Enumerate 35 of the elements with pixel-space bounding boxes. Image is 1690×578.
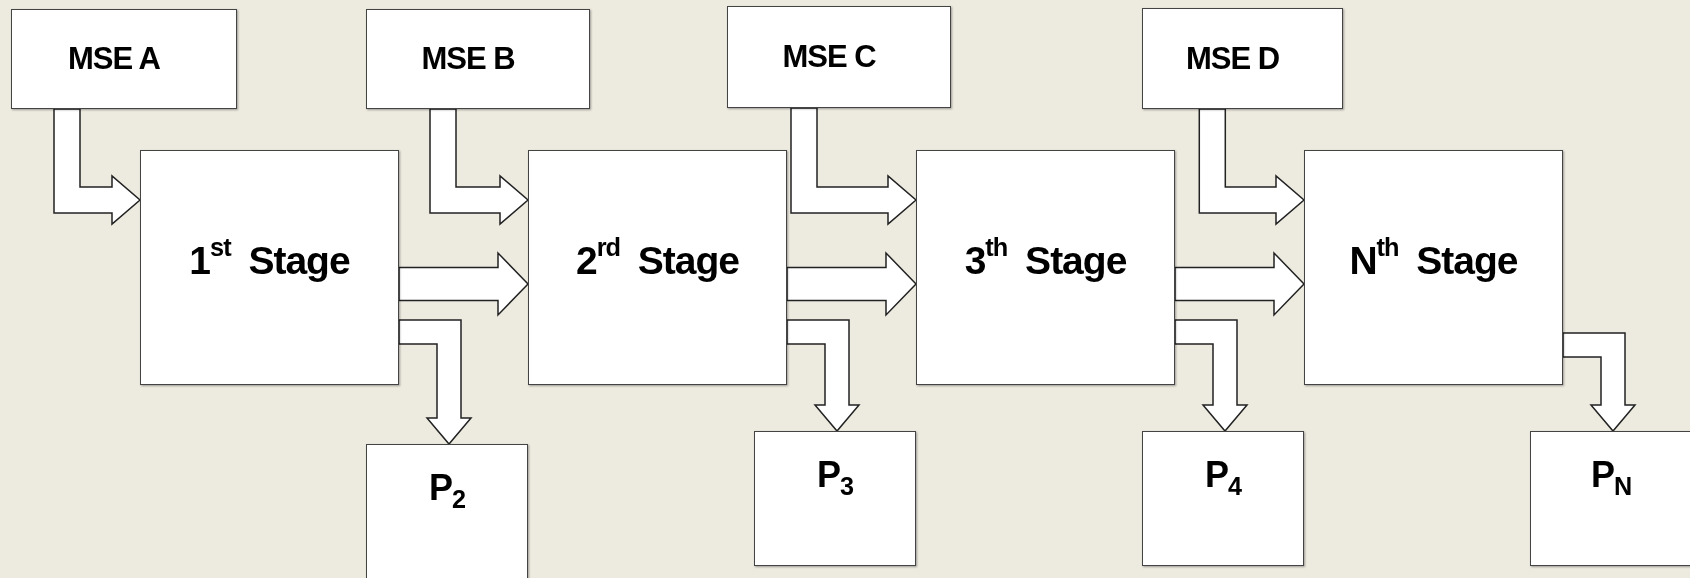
stage-box: [916, 150, 1175, 385]
stage-box: [1304, 150, 1563, 385]
product-box: [366, 444, 528, 578]
source-box: [727, 6, 951, 108]
block-arrow: [429, 108, 530, 226]
block-arrow: [786, 319, 861, 433]
box-label: P$_{2}$: [429, 467, 465, 509]
stage-box: [140, 150, 399, 385]
product-box: [1530, 431, 1690, 566]
box-label: MSE C: [782, 39, 876, 75]
product-box: [1142, 431, 1304, 566]
block-arrow: [1174, 319, 1249, 433]
block-arrow: [53, 108, 142, 226]
block-arrow: [786, 251, 918, 317]
box-label: N$^{th}$ Stage: [1349, 238, 1518, 283]
block-arrow: [398, 251, 530, 317]
box-label: MSE B: [421, 41, 515, 77]
box-label: 2$^{rd}$ Stage: [575, 238, 740, 283]
source-box: [1142, 8, 1343, 109]
block-arrow: [790, 107, 918, 226]
block-arrow: [1198, 108, 1306, 226]
block-arrow: [398, 319, 473, 446]
box-label: 1$^{st}$ Stage: [189, 238, 350, 283]
block-arrow: [1562, 332, 1637, 433]
box-label: 3$^{th}$ Stage: [964, 238, 1127, 283]
box-label: MSE D: [1185, 40, 1280, 77]
box-label: MSE A: [68, 41, 160, 77]
box-label: P$_{3}$: [817, 454, 853, 496]
source-box: [11, 9, 237, 109]
block-arrow: [1174, 251, 1306, 317]
source-box: [366, 9, 590, 109]
box-label: P$_{N}$: [1590, 454, 1632, 496]
stage-box: [528, 150, 787, 385]
box-label: P$_{4}$: [1205, 454, 1241, 496]
product-box: [754, 431, 916, 566]
